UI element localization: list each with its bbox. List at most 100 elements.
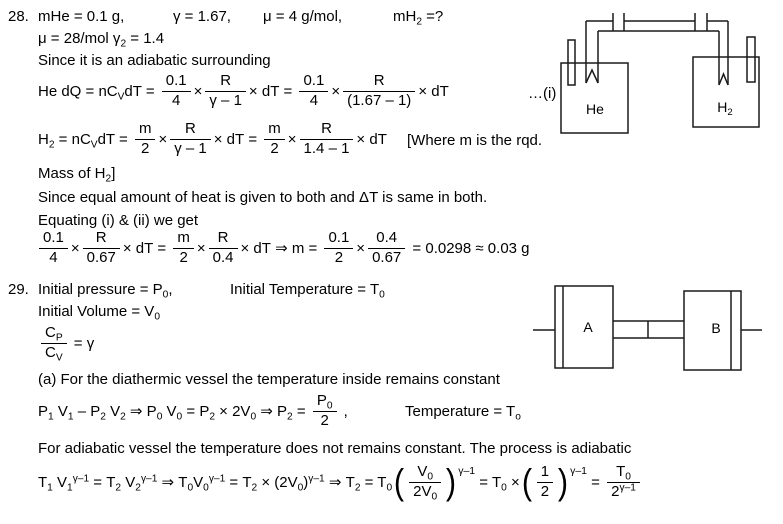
fraction-denominator: (1.67 – 1)	[347, 91, 412, 109]
fraction-denominator: 2V0	[413, 482, 438, 503]
p28-question-mass-h2: mH2 =?	[393, 8, 444, 28]
equals-sign: =	[244, 130, 262, 148]
fraction-denominator: 0.67	[86, 248, 116, 266]
fraction-numerator: R	[208, 229, 238, 249]
fraction-numerator: 0.1	[39, 229, 68, 249]
p29-initial-volume: Initial Volume = V0	[38, 303, 160, 323]
fraction-denominator: 0.67	[372, 248, 402, 266]
times-sign: ×	[196, 239, 206, 257]
fraction-numerator: R	[343, 72, 416, 92]
close-paren: )	[557, 461, 569, 503]
he-vessel-label: He	[586, 101, 604, 117]
comma: ,	[339, 402, 348, 420]
p28-statement-equal-heat: Since equal amount of heat is given to b…	[38, 189, 488, 206]
open-paren: (	[521, 461, 532, 503]
times-dt: × dT	[240, 239, 271, 257]
eq-lhs: P1 V1 – P2 V2 ⇒ P0 V0 = P2 × 2V0 ⇒ P2 =	[38, 403, 310, 423]
fraction-numerator: V0	[409, 463, 442, 483]
times-sign: ×	[70, 239, 80, 257]
fraction-numerator: 1	[536, 463, 554, 483]
eq-ii-lhs: H2 = nCVdT =	[38, 130, 132, 151]
times-dt: × dT	[356, 130, 387, 148]
open-paren: (	[394, 461, 405, 503]
fraction: R(1.67 – 1)	[343, 72, 416, 110]
fraction-denominator: 4	[309, 91, 319, 109]
times-sign: ×	[158, 130, 168, 148]
thermometer-icon	[746, 36, 756, 83]
final-result: = 0.0298 ≈ 0.03 g	[408, 239, 530, 257]
fraction-denominator: 2	[141, 139, 150, 157]
problem-29-number: 29.	[8, 281, 29, 298]
fraction-numerator: CP	[41, 324, 67, 344]
fraction-denominator: 4	[49, 248, 58, 266]
p29-diathermic-equation: P1 V1 – P2 V2 ⇒ P0 V0 = P2 × 2V0 ⇒ P2 = …	[38, 392, 348, 430]
he-vessel	[560, 62, 629, 134]
times-dt: × dT	[122, 239, 154, 257]
fraction-denominator: 4	[172, 91, 181, 109]
fraction-denominator: 1.4 – 1	[303, 139, 350, 157]
cylinder-a-label: A	[583, 319, 593, 335]
times-dt: × dT	[418, 82, 449, 100]
heating-coil-icon	[585, 68, 599, 84]
equals-sign: =	[153, 239, 171, 257]
vessels-circuit-drawing	[560, 13, 760, 134]
h2-vessel-label: H2	[717, 99, 733, 119]
exponent-gamma-minus-1: γ–1	[458, 465, 476, 477]
p28-statement-adiabatic: Since it is an adiabatic surrounding	[38, 52, 271, 69]
eq-i-lhs: He dQ = nCVdT =	[38, 82, 159, 103]
p28-given-line2: μ = 28/mol γ2 = 1.4	[38, 30, 165, 50]
times-sign: ×	[331, 82, 341, 100]
p28-given-gamma: γ = 1.67,	[173, 8, 231, 25]
p29-temperature-note: Temperature = To	[405, 403, 521, 423]
fraction-denominator: 0.4	[212, 248, 234, 266]
fraction-numerator: m	[134, 120, 156, 140]
p28-statement-equating: Equating (i) & (ii) we get	[38, 212, 199, 229]
p29-initial-temperature: Initial Temperature = T0	[230, 281, 385, 301]
fraction-denominator: CV	[45, 343, 63, 364]
equals-sign: =	[279, 82, 297, 100]
p28-given-molar-mass: μ = 4 g/mol,	[263, 8, 343, 25]
fraction-denominator: 2	[179, 248, 188, 266]
fraction-denominator: 2	[270, 139, 279, 157]
fraction-denominator: 2	[334, 248, 344, 266]
fraction-denominator: 2γ–1	[611, 482, 636, 500]
p29-adiabatic-equation: T1 V1γ–1 = T2 V2γ–1 ⇒ T0V0γ–1 = T2 × (2V…	[38, 461, 643, 503]
close-paren: )	[446, 461, 457, 503]
fraction-denominator: 2	[320, 411, 329, 429]
fraction-numerator: R	[82, 229, 120, 249]
fraction-numerator: R	[299, 120, 354, 140]
times-sign: ×	[193, 82, 203, 100]
fraction-numerator: 0.1	[161, 72, 191, 92]
implies-m: ⇒ m =	[270, 240, 322, 258]
equals-gamma: = γ	[69, 334, 95, 352]
exponent-gamma-minus-1: γ–1	[570, 465, 588, 477]
fraction-denominator: 2	[540, 482, 550, 500]
eq-lhs: T1 V1γ–1 = T2 V2γ–1 ⇒ T0V0γ–1 = T2 × (2V…	[38, 473, 393, 494]
times-dt: × dT	[248, 82, 280, 100]
where-m-note: [Where m is the rqd.	[407, 132, 543, 149]
p29-adiabatic-statement: For adiabatic vessel the temperature doe…	[38, 440, 632, 457]
fraction-denominator: γ – 1	[209, 91, 242, 109]
problem-28-number: 28.	[8, 8, 29, 25]
p29-cylinders-diagram: A B	[530, 283, 783, 378]
equation-i-label: …(i)	[528, 85, 557, 102]
fraction-numerator: T0	[607, 463, 640, 483]
fraction-numerator: P0	[312, 392, 337, 412]
